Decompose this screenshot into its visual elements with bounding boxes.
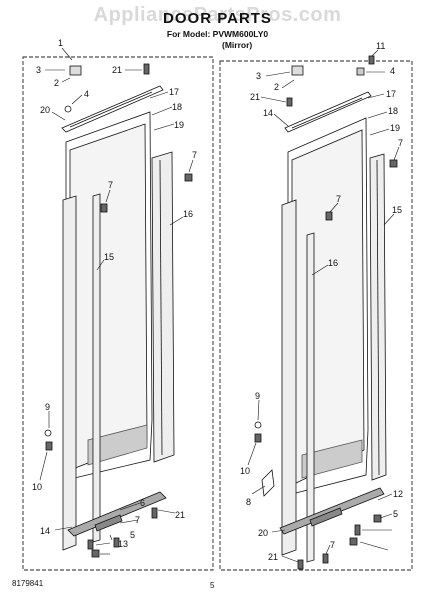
right-door-group-box [219,60,413,571]
left-callout-9: 9 [45,402,50,412]
left-callout-5: 5 [130,530,135,540]
left-callout-1: 1 [58,38,63,48]
left-callout-6: 6 [140,498,145,508]
left-door-trim-right [151,151,175,463]
left-callout-20: 20 [40,105,50,115]
left-hinge-block [69,65,82,76]
page-number: 5 [210,581,215,590]
right-door-drawing [247,49,400,570]
right-callout-7c: 7 [330,540,335,550]
right-callout-10: 10 [240,466,250,476]
left-callout-14: 14 [40,526,50,536]
left-door-drawing [39,47,194,558]
left-callout-7b: 7 [108,180,113,190]
left-callout-18: 18 [172,102,182,112]
left-callout-13: 13 [118,539,128,549]
right-callout-17: 17 [386,89,396,99]
left-callout-15: 15 [104,252,114,262]
left-callout-7c: 7 [135,515,140,525]
left-callout-16: 16 [183,209,193,219]
right-door-trim-left [281,199,297,556]
watermark: AppliancePartsPros.com [93,4,342,26]
right-callout-20: 20 [258,528,268,538]
right-door-inner-panel [291,129,365,486]
left-door-trim-left [62,195,77,551]
right-callout-15: 15 [392,205,402,215]
right-callout-4: 4 [390,66,395,76]
right-callout-18: 18 [388,106,398,116]
page-title: DOOR PARTS [163,10,272,27]
left-callout-4: 4 [84,89,89,99]
left-callout-21: 21 [112,65,122,75]
left-door-callouts: 1 3 2 4 20 21 17 18 19 7 7 16 15 9 10 6 … [32,38,197,549]
right-callout-8: 8 [246,497,251,507]
right-callout-16: 16 [328,258,338,268]
right-callout-2: 2 [274,82,279,92]
right-callout-19: 19 [390,123,400,133]
left-bottom-hinge-bar [67,491,167,537]
left-door-inner-panel [69,123,148,471]
left-door-group-box [22,56,214,571]
right-hinge-block [291,65,304,76]
right-callout-21: 21 [250,92,260,102]
right-callout-5: 5 [393,509,398,519]
left-callout-17: 17 [169,87,179,97]
right-callout-9: 9 [255,391,260,401]
model-line: For Model: PVWM600LY0 [166,29,269,39]
right-door-callouts: 11 3 4 2 21 14 17 18 19 7 7 15 16 9 10 8… [240,41,403,562]
left-callout-3: 3 [36,65,41,75]
right-callout-3: 3 [256,71,261,81]
right-callout-11: 11 [376,41,385,51]
left-callout-21b: 21 [175,510,185,520]
left-callout-7a: 7 [192,150,197,160]
left-callout-19: 19 [174,120,184,130]
right-callout-12: 12 [393,489,403,499]
mirror-note: (Mirror) [222,40,253,50]
right-callout-21b: 21 [268,552,278,562]
right-callout-14: 14 [263,108,273,118]
right-callout-7b: 7 [336,194,341,204]
left-door-trim-center [92,193,101,543]
right-callout-7a: 7 [398,138,403,148]
left-callout-2: 2 [54,78,59,88]
right-door-trim-center [306,232,315,563]
document-number: 8179841 [12,579,44,588]
left-callout-10: 10 [32,482,42,492]
